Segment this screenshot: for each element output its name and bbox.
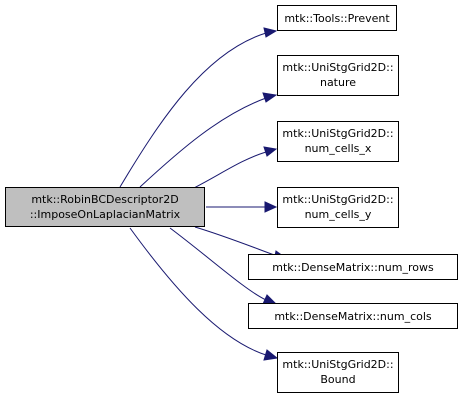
- edge-to-grid-bound: [129, 227, 267, 356]
- arrowhead-tools-prevent: [263, 27, 278, 38]
- node-tools-prevent-label: mtk::Tools::Prevent: [284, 12, 390, 25]
- node-grid-bound[interactable]: mtk::UniStgGrid2D:: Bound: [277, 352, 399, 393]
- edge-to-grid-nature: [139, 97, 267, 188]
- arrowhead-dense-num-cols: [262, 294, 278, 305]
- node-grid-bound-line1: mtk::UniStgGrid2D::: [282, 358, 393, 371]
- node-grid-num-cells-x-line1: mtk::UniStgGrid2D::: [282, 127, 393, 140]
- arrowhead-grid-nature: [262, 92, 278, 103]
- node-tools-prevent[interactable]: mtk::Tools::Prevent: [277, 5, 397, 31]
- node-grid-num-cells-y[interactable]: mtk::UniStgGrid2D:: num_cells_y: [277, 187, 399, 228]
- node-grid-bound-line2: Bound: [320, 373, 355, 386]
- edge-to-grid-num-cells-x: [189, 151, 267, 191]
- node-robin-bc-impose-on-laplacian[interactable]: mtk::RobinBCDescriptor2D ::ImposeOnLapla…: [5, 187, 205, 227]
- arrowhead-grid-num-cells-x: [263, 146, 278, 157]
- node-grid-nature[interactable]: mtk::UniStgGrid2D:: nature: [277, 55, 399, 96]
- node-grid-nature-line1: mtk::UniStgGrid2D::: [282, 61, 393, 74]
- node-dense-num-rows-label: mtk::DenseMatrix::num_rows: [272, 261, 434, 274]
- node-dense-num-cols-label: mtk::DenseMatrix::num_cols: [274, 310, 432, 323]
- node-grid-nature-line2: nature: [320, 76, 356, 89]
- node-root-line1: mtk::RobinBCDescriptor2D: [31, 193, 178, 206]
- edge-to-dense-num-cols: [169, 227, 267, 301]
- edge-to-dense-num-rows: [194, 226, 278, 257]
- node-grid-num-cells-x[interactable]: mtk::UniStgGrid2D:: num_cells_x: [277, 121, 399, 162]
- node-grid-num-cells-y-line2: num_cells_y: [305, 208, 372, 221]
- arrowhead-grid-bound: [263, 349, 279, 361]
- node-dense-num-rows[interactable]: mtk::DenseMatrix::num_rows: [248, 254, 458, 280]
- node-root-line2: ::ImposeOnLaplacianMatrix: [30, 208, 181, 221]
- call-edges: [119, 27, 289, 361]
- arrowhead-grid-num-cells-y: [264, 201, 278, 213]
- node-dense-num-cols[interactable]: mtk::DenseMatrix::num_cols: [248, 303, 458, 329]
- node-grid-num-cells-x-line2: num_cells_x: [305, 142, 372, 155]
- node-grid-num-cells-y-line1: mtk::UniStgGrid2D::: [282, 193, 393, 206]
- edge-to-tools-prevent: [119, 32, 267, 188]
